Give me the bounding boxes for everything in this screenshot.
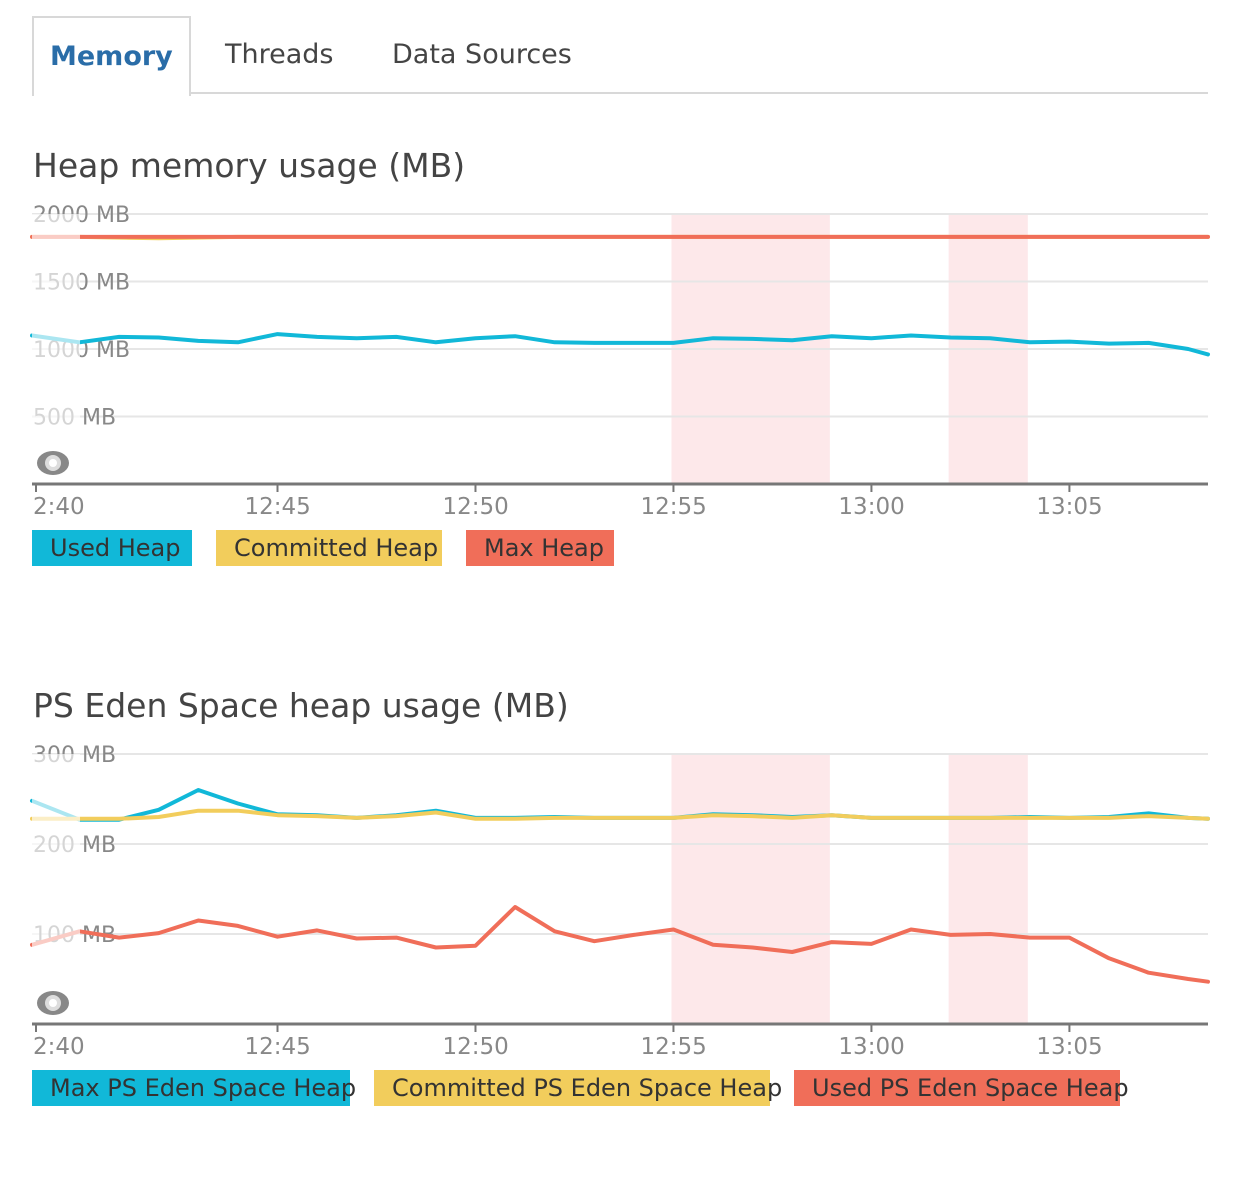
legend-item-used-ps-eden-space-heap[interactable]: Used PS Eden Space Heap	[794, 1070, 1129, 1106]
x-tick-label: 2:40	[33, 1034, 85, 1060]
x-tick-label: 12:50	[442, 1034, 508, 1060]
tab-threads[interactable]: Threads	[225, 39, 334, 70]
legend-item-committed-ps-eden-space-heap[interactable]: Committed PS Eden Space Heap	[374, 1070, 782, 1106]
x-tick-label: 12:55	[640, 1034, 706, 1060]
series-line-used-ps-eden-space-heap	[30, 905, 1210, 984]
tab-bar-divider	[32, 92, 1208, 94]
plot-left-fade	[32, 754, 80, 1024]
highlight-band-2	[948, 754, 1028, 1024]
reset-zoom-icon[interactable]	[37, 991, 69, 1015]
legend-item-committed-heap[interactable]: Committed Heap	[216, 530, 442, 566]
plot-left-fade	[32, 214, 80, 484]
heap-chart-title: Heap memory usage (MB)	[33, 146, 466, 185]
series-line-used-heap	[30, 332, 1210, 357]
x-tick-label: 13:05	[1036, 494, 1102, 520]
x-tick-label: 2:40	[33, 494, 85, 520]
legend-item-used-heap[interactable]: Used Heap	[32, 530, 192, 566]
highlight-band-1	[671, 754, 830, 1024]
x-tick-label: 13:00	[838, 1034, 904, 1060]
x-tick-label: 12:55	[640, 494, 706, 520]
series-line-max-ps-eden-space-heap	[30, 788, 1210, 822]
eden-chart-title: PS Eden Space heap usage (MB)	[33, 686, 569, 725]
x-tick-label: 13:00	[838, 494, 904, 520]
series-line-committed-ps-eden-space-heap	[30, 808, 1210, 821]
legend-item-max-ps-eden-space-heap[interactable]: Max PS Eden Space Heap	[32, 1070, 356, 1106]
tab-bar: Memory Threads Data Sources	[32, 16, 1208, 96]
reset-zoom-icon[interactable]	[37, 451, 69, 475]
x-tick-label: 12:45	[244, 494, 310, 520]
x-tick-label: 12:50	[442, 494, 508, 520]
tab-data-sources[interactable]: Data Sources	[392, 39, 572, 70]
tab-memory[interactable]: Memory	[32, 16, 191, 96]
x-tick-label: 13:05	[1036, 1034, 1102, 1060]
x-tick-label: 12:45	[244, 1034, 310, 1060]
legend-item-max-heap[interactable]: Max Heap	[466, 530, 614, 566]
